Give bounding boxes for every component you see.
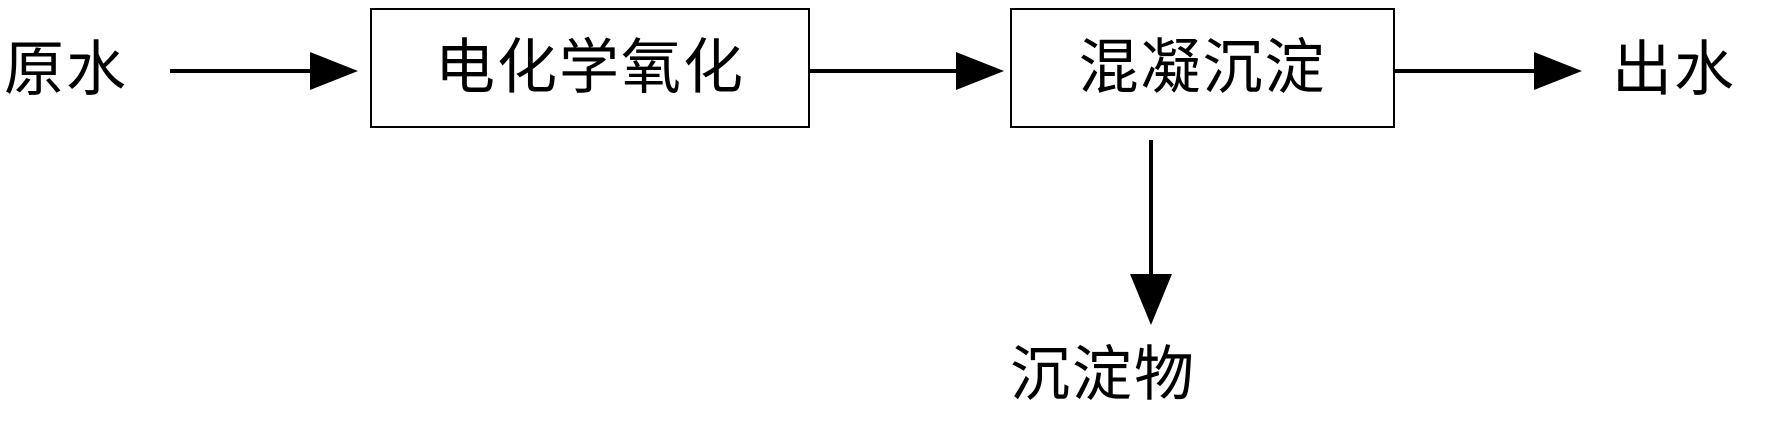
arrow-step2-to-output: [1395, 52, 1582, 90]
output-label: 出水: [1612, 35, 1736, 105]
step2-box: 混凝沉淀: [1010, 8, 1395, 128]
step2-label: 混凝沉淀: [1078, 33, 1327, 103]
step1-label: 电化学氧化: [435, 33, 745, 103]
byproduct-label: 沉淀物: [1010, 340, 1196, 410]
step1-box: 电化学氧化: [370, 8, 810, 128]
arrow-step1-to-step2: [810, 52, 1004, 90]
input-label: 原水: [4, 35, 128, 105]
arrow-input-to-step1: [170, 52, 358, 90]
arrow-step2-to-byproduct: [1130, 140, 1172, 325]
